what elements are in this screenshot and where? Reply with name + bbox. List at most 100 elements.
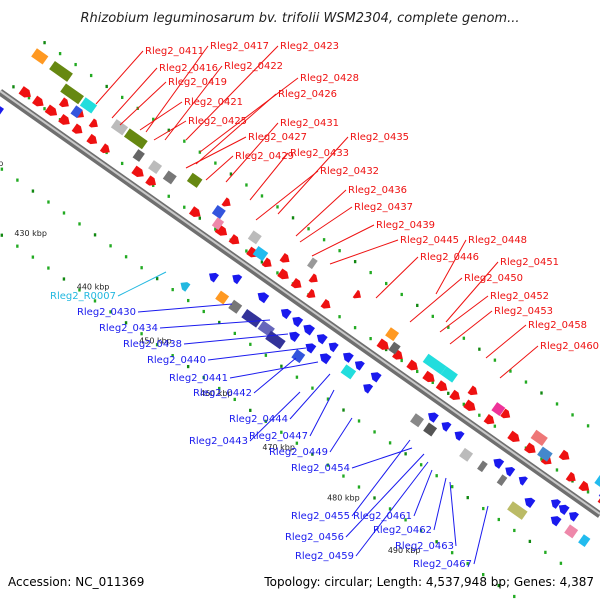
gc-skew-dot bbox=[16, 244, 19, 248]
forward-gene-arrow bbox=[221, 197, 231, 207]
function-block bbox=[385, 327, 400, 342]
gc-skew-dot bbox=[74, 62, 77, 67]
tick-label: 460 kbp bbox=[200, 389, 233, 398]
function-block bbox=[132, 149, 145, 162]
function-block bbox=[228, 299, 243, 314]
gc-skew-dot bbox=[12, 85, 15, 89]
function-block bbox=[123, 128, 148, 150]
gc-skew-dot bbox=[400, 292, 403, 297]
leader-line bbox=[351, 447, 413, 469]
leader-line bbox=[473, 505, 489, 565]
function-block bbox=[507, 501, 528, 520]
tick-label: 450 kbp bbox=[139, 337, 172, 346]
gc-skew-dot bbox=[311, 452, 314, 456]
gc-skew-dot bbox=[109, 244, 112, 248]
forward-gene-arrow bbox=[188, 206, 201, 218]
gc-skew-dot bbox=[482, 572, 485, 577]
gene-label: Rleg2_0437 bbox=[354, 202, 413, 213]
gc-skew-dot bbox=[58, 52, 62, 56]
forward-gene-arrow bbox=[86, 133, 98, 145]
gc-skew-dot bbox=[245, 183, 248, 187]
leader-line bbox=[153, 120, 187, 141]
gc-skew-dot bbox=[571, 413, 574, 417]
gc-skew-dot bbox=[155, 277, 159, 281]
gc-skew-dot bbox=[338, 315, 341, 319]
function-block bbox=[578, 534, 591, 547]
forward-gene-arrow bbox=[524, 442, 536, 454]
leader-line bbox=[433, 477, 447, 531]
gc-skew-dot bbox=[140, 332, 143, 336]
gc-skew-dot bbox=[544, 550, 547, 554]
gc-skew-dot bbox=[78, 222, 81, 226]
leader-line bbox=[139, 101, 183, 131]
forward-gene-arrow bbox=[392, 349, 403, 360]
leader-line bbox=[159, 319, 271, 329]
gc-skew-dot bbox=[214, 227, 217, 231]
gene-label: Rleg2_0448 bbox=[468, 235, 527, 246]
gc-skew-dot bbox=[183, 205, 186, 209]
reverse-gene-arrow bbox=[454, 431, 465, 441]
gc-skew-dot bbox=[295, 441, 299, 445]
gc-skew-dot bbox=[450, 551, 454, 555]
reverse-gene-arrow bbox=[209, 272, 219, 283]
leader-line bbox=[299, 206, 353, 243]
function-block bbox=[70, 105, 83, 119]
leader-line bbox=[409, 277, 463, 323]
gc-skew-dot bbox=[89, 73, 93, 78]
gc-skew-dot bbox=[493, 424, 497, 428]
function-block bbox=[537, 446, 553, 462]
gc-skew-dot bbox=[0, 233, 4, 237]
forward-gene-arrow bbox=[58, 114, 70, 125]
leader-line bbox=[449, 310, 493, 345]
gc-skew-dot bbox=[214, 161, 217, 165]
leader-line bbox=[311, 224, 375, 257]
gc-skew-dot bbox=[462, 336, 466, 340]
gc-skew-dot bbox=[249, 408, 252, 412]
gc-skew-dot bbox=[369, 337, 372, 341]
gene-label: Rleg2_0439 bbox=[376, 220, 435, 231]
reverse-gene-arrow bbox=[232, 274, 243, 285]
forward-gene-arrow bbox=[463, 399, 476, 411]
gene-label: Rleg2_0427 bbox=[248, 132, 307, 143]
gc-skew-dot bbox=[31, 189, 35, 193]
leader-line bbox=[249, 152, 289, 201]
function-block bbox=[241, 309, 262, 328]
gc-skew-dot bbox=[171, 288, 174, 292]
forward-gene-arrow bbox=[145, 175, 156, 186]
function-block bbox=[211, 205, 226, 219]
gene-label: Rleg2_0446 bbox=[420, 252, 479, 263]
gc-skew-dot bbox=[121, 95, 124, 100]
gc-skew-dot bbox=[435, 540, 438, 544]
gene-label: Rleg2_0463 bbox=[395, 541, 454, 552]
leader-line bbox=[413, 469, 433, 517]
forward-gene-arrow bbox=[483, 413, 495, 425]
gc-skew-dot bbox=[513, 528, 516, 533]
summary-text: Topology: circular; Length: 4,537,948 bp… bbox=[263, 575, 594, 589]
gc-skew-dot bbox=[198, 216, 201, 220]
function-block bbox=[477, 460, 488, 473]
forward-gene-arrow bbox=[58, 97, 69, 108]
gc-skew-dot bbox=[586, 490, 590, 494]
gc-skew-dot bbox=[435, 474, 438, 478]
gc-skew-dot bbox=[171, 354, 174, 358]
gene-label: Rleg2_0450 bbox=[464, 273, 523, 284]
leader-line bbox=[345, 453, 425, 538]
gc-skew-dot bbox=[388, 441, 392, 445]
gc-skew-dot bbox=[586, 424, 590, 428]
forward-gene-arrow bbox=[308, 273, 318, 283]
gc-skew-dot bbox=[540, 391, 543, 395]
gc-skew-dot bbox=[540, 457, 543, 461]
gc-skew-dot bbox=[62, 277, 66, 281]
function-block bbox=[49, 60, 73, 82]
gc-skew-dot bbox=[43, 41, 46, 45]
gene-label: Rleg2_0434 bbox=[99, 323, 158, 334]
leader-line bbox=[253, 357, 297, 394]
leader-line bbox=[185, 136, 247, 169]
gc-skew-dot bbox=[497, 517, 500, 522]
gene-label: Rleg2_0462 bbox=[373, 525, 432, 536]
function-block bbox=[423, 422, 438, 437]
leader-line bbox=[145, 45, 209, 133]
reverse-gene-arrow bbox=[280, 308, 292, 320]
reverse-gene-arrow bbox=[518, 476, 528, 486]
